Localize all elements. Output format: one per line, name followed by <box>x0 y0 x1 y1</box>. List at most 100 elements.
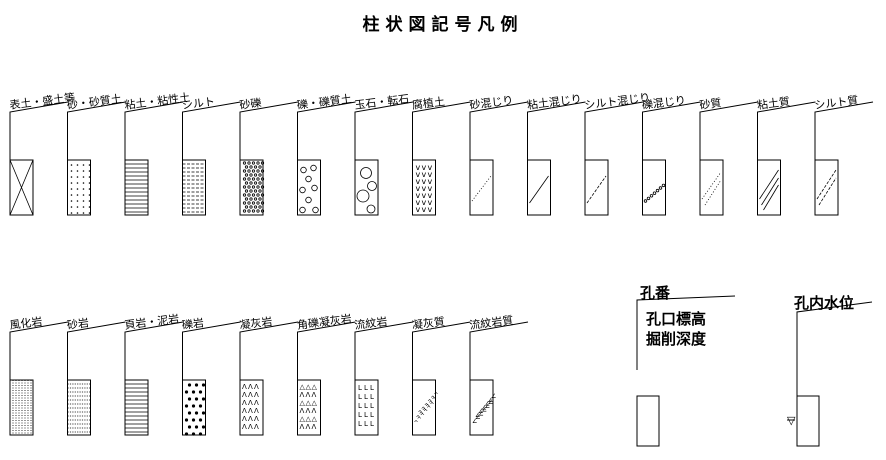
symbol-box <box>182 159 206 216</box>
svg-text:L: L <box>370 384 374 392</box>
symbol-label: 礫岩 <box>181 315 205 332</box>
svg-text:Λ: Λ <box>248 407 253 415</box>
svg-text:△: △ <box>312 399 318 407</box>
symbol-pattern-dashed-lines <box>182 163 206 213</box>
svg-text:v: v <box>416 177 421 186</box>
svg-text:L: L <box>370 420 374 428</box>
svg-text:∠: ∠ <box>481 404 486 411</box>
symbol-pattern-dense-gravel <box>242 161 265 213</box>
svg-text:Λ: Λ <box>300 407 305 415</box>
svg-text:L: L <box>364 420 368 428</box>
svg-text:Λ: Λ <box>306 391 311 399</box>
svg-text:L: L <box>370 402 374 410</box>
leader-line <box>814 101 874 215</box>
symbol-box <box>9 379 34 436</box>
svg-text:v: v <box>428 177 433 186</box>
symbol-label: 風化岩 <box>9 314 43 332</box>
symbol-pattern-dashed-diagonal <box>586 175 607 204</box>
symbol-box <box>239 159 264 216</box>
leader-line <box>469 101 529 215</box>
symbol-box <box>124 159 149 216</box>
symbol-box <box>239 379 264 436</box>
svg-text:∠: ∠ <box>485 403 490 410</box>
svg-text:∠: ∠ <box>482 407 487 414</box>
svg-text:^: ^ <box>418 410 423 417</box>
soil-symbol-11: シルト混じり <box>584 91 651 216</box>
svg-text:Λ: Λ <box>312 407 317 415</box>
svg-text:v: v <box>422 205 427 214</box>
svg-text:^: ^ <box>425 404 430 411</box>
borehole-column-box <box>636 395 660 447</box>
symbol-label: 凝灰岩 <box>239 314 273 332</box>
svg-text:△: △ <box>306 383 312 391</box>
symbol-label: 礫混じり <box>641 93 686 112</box>
rock-symbol-3: 頁岩・泥岩 <box>124 311 184 436</box>
symbol-label: 砂質 <box>699 95 723 112</box>
symbol-label: 腐植土 <box>411 94 445 112</box>
svg-text:v: v <box>428 198 433 207</box>
leader-line <box>124 321 184 435</box>
svg-text:△: △ <box>300 399 306 407</box>
symbol-box <box>297 159 321 216</box>
soil-symbol-4: シルト <box>181 95 241 216</box>
svg-text:L: L <box>358 402 362 410</box>
symbol-label: 礫・礫質土 <box>296 91 352 112</box>
water-column-box <box>796 395 820 447</box>
svg-text:L: L <box>358 384 362 392</box>
svg-text:v: v <box>428 191 433 200</box>
symbol-label: 砂岩 <box>66 315 90 332</box>
symbol-pattern-double-dashed-diagonal <box>816 169 837 206</box>
svg-text:∠: ∠ <box>478 410 483 417</box>
leader-line <box>527 101 586 215</box>
symbol-label: シルト質 <box>814 93 859 112</box>
leader-line <box>642 101 701 215</box>
rock-symbol-2: 砂岩 <box>66 315 126 436</box>
borehole-leader-line <box>636 295 736 370</box>
symbol-pattern-circles-small <box>299 164 319 214</box>
symbol-label: 角礫凝灰岩 <box>296 311 352 332</box>
symbol-box <box>124 379 149 436</box>
symbol-pattern-caret-diagonal: ^^^^^^^^^^^^^^^^^^ <box>414 392 439 427</box>
svg-text:v: v <box>416 163 421 172</box>
symbol-box <box>699 159 724 216</box>
svg-text:∠: ∠ <box>488 399 493 406</box>
leader-line <box>182 321 241 435</box>
svg-text:Λ: Λ <box>248 383 253 391</box>
svg-text:Λ: Λ <box>312 391 317 399</box>
svg-text:Λ: Λ <box>254 399 259 407</box>
legend-title: 柱状図記号凡例 <box>363 14 524 35</box>
svg-text:Λ: Λ <box>248 423 253 431</box>
symbol-pattern-circles-large <box>356 167 377 214</box>
svg-text:^: ^ <box>426 406 431 413</box>
svg-text:△: △ <box>312 383 318 391</box>
svg-text:∠: ∠ <box>488 397 493 404</box>
svg-text:^: ^ <box>414 420 419 427</box>
symbol-pattern-dots-grid <box>70 164 91 214</box>
borehole-number-label: 孔番 <box>640 284 671 302</box>
svg-text:Λ: Λ <box>254 407 259 415</box>
symbol-pattern-dotted-horizontals <box>67 383 91 433</box>
svg-text:L: L <box>370 393 374 401</box>
svg-text:Λ: Λ <box>242 423 247 431</box>
svg-text:v: v <box>422 184 427 193</box>
svg-text:^: ^ <box>424 403 429 410</box>
svg-text:Λ: Λ <box>248 391 253 399</box>
svg-text:^: ^ <box>430 402 435 409</box>
symbol-box <box>469 379 494 436</box>
symbol-pattern-horizontal-lines <box>125 163 148 213</box>
leader-line <box>67 321 126 435</box>
symbol-pattern-circle-diagonal <box>643 183 666 203</box>
symbol-pattern-dotted-diagonal <box>471 175 492 202</box>
svg-text:∠: ∠ <box>475 412 480 419</box>
symbol-box <box>9 159 34 216</box>
svg-text:△: △ <box>300 415 306 423</box>
rock-symbol-4: 礫岩 <box>181 315 241 436</box>
svg-text:∠: ∠ <box>475 414 480 421</box>
soil-symbol-1: 表土・盛土等 <box>9 90 76 216</box>
water-level-marker-icon: ▽ <box>787 414 796 427</box>
